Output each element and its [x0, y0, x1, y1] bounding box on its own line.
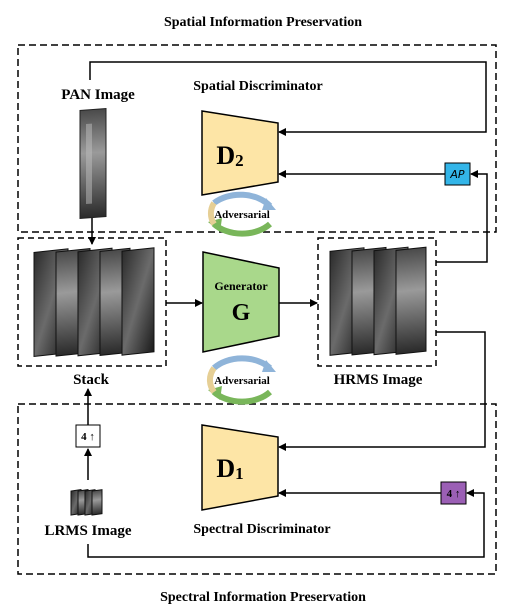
upsample-purple-block: 4 ↑	[440, 481, 467, 505]
svg-text:AP: AP	[449, 168, 465, 181]
connectors	[84, 61, 488, 558]
generator-g: Generator G	[202, 251, 280, 353]
hrms-image-label: HRMS Image	[334, 372, 423, 388]
svg-text:D1: D1	[216, 454, 243, 483]
pan-image-label: PAN Image	[61, 87, 135, 103]
hrms-frame	[317, 237, 437, 367]
adversarial-cycle-top: Adversarial	[207, 191, 276, 237]
lrms-images	[70, 489, 103, 516]
spectral-discriminator-label: Spectral Discriminator	[193, 522, 330, 537]
svg-text:D2: D2	[216, 141, 243, 170]
stacked-images	[33, 247, 155, 357]
spectral-preservation-frame	[17, 403, 497, 575]
upsample-lrms-block: 4 ↑	[75, 424, 101, 448]
spatial-discriminator-d2: D2	[201, 110, 279, 196]
spectral-discriminator-d1: D1	[201, 424, 279, 511]
svg-text:Adversarial: Adversarial	[214, 375, 270, 387]
top-section-title: Spatial Information Preservation	[164, 15, 362, 30]
svg-text:Adversarial: Adversarial	[214, 209, 270, 221]
ap-block: AP	[444, 162, 471, 186]
svg-text:4 ↑: 4 ↑	[447, 488, 461, 500]
stack-label: Stack	[73, 372, 109, 388]
svg-text:Generator: Generator	[214, 279, 268, 293]
svg-text:4 ↑: 4 ↑	[81, 431, 95, 443]
bottom-section-title: Spectral Information Preservation	[160, 590, 366, 605]
adversarial-cycle-bottom: Adversarial	[207, 355, 276, 405]
svg-text:G: G	[232, 300, 251, 326]
lrms-image-label: LRMS Image	[44, 523, 131, 539]
hrms-images	[329, 246, 427, 356]
spatial-discriminator-label: Spatial Discriminator	[193, 79, 323, 94]
pan-image	[79, 108, 107, 219]
